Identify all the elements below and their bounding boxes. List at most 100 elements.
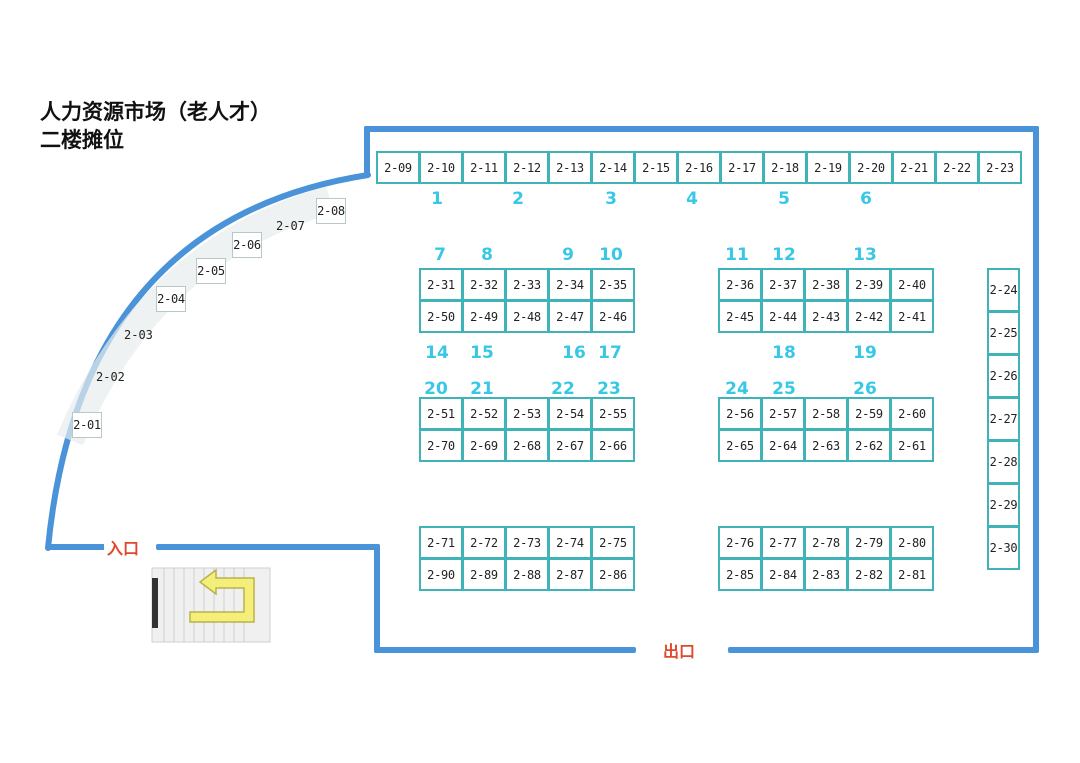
booth-2-02[interactable]: 2-02 [96,370,125,384]
booth-2-68[interactable]: 2-68 [505,429,549,462]
booth-2-23[interactable]: 2-23 [978,151,1022,184]
booth-2-01[interactable]: 2-01 [72,412,102,438]
booth-2-33[interactable]: 2-33 [505,268,549,301]
booth-2-42[interactable]: 2-42 [847,300,891,333]
booth-2-58[interactable]: 2-58 [804,397,848,430]
booth-2-74[interactable]: 2-74 [548,526,592,559]
booth-2-16[interactable]: 2-16 [677,151,721,184]
booth-2-81[interactable]: 2-81 [890,558,934,591]
booth-2-20[interactable]: 2-20 [849,151,893,184]
zone-number-9: 9 [562,245,574,265]
booth-2-27[interactable]: 2-27 [987,397,1020,441]
booth-2-52[interactable]: 2-52 [462,397,506,430]
booth-2-31[interactable]: 2-31 [419,268,463,301]
booth-2-72[interactable]: 2-72 [462,526,506,559]
booth-2-49[interactable]: 2-49 [462,300,506,333]
booth-2-64[interactable]: 2-64 [761,429,805,462]
booth-2-67[interactable]: 2-67 [548,429,592,462]
booth-2-85[interactable]: 2-85 [718,558,762,591]
booth-2-39[interactable]: 2-39 [847,268,891,301]
booth-2-38[interactable]: 2-38 [804,268,848,301]
booth-2-45[interactable]: 2-45 [718,300,762,333]
booth-2-40[interactable]: 2-40 [890,268,934,301]
booth-2-47[interactable]: 2-47 [548,300,592,333]
booth-2-71[interactable]: 2-71 [419,526,463,559]
booth-2-87[interactable]: 2-87 [548,558,592,591]
booth-2-25[interactable]: 2-25 [987,311,1020,355]
booth-2-90[interactable]: 2-90 [419,558,463,591]
booth-2-04[interactable]: 2-04 [156,286,186,312]
booth-2-05[interactable]: 2-05 [196,258,226,284]
booth-2-18[interactable]: 2-18 [763,151,807,184]
wall-top [364,126,1039,132]
booth-2-56[interactable]: 2-56 [718,397,762,430]
booth-2-03[interactable]: 2-03 [124,328,153,342]
booth-2-51[interactable]: 2-51 [419,397,463,430]
booth-2-29[interactable]: 2-29 [987,483,1020,527]
booth-2-14[interactable]: 2-14 [591,151,635,184]
booth-2-34[interactable]: 2-34 [548,268,592,301]
booth-2-78[interactable]: 2-78 [804,526,848,559]
booth-2-28[interactable]: 2-28 [987,440,1020,484]
zone-number-24: 24 [725,379,749,399]
booth-2-79[interactable]: 2-79 [847,526,891,559]
booth-2-84[interactable]: 2-84 [761,558,805,591]
booth-2-63[interactable]: 2-63 [804,429,848,462]
booth-2-65[interactable]: 2-65 [718,429,762,462]
booth-2-53[interactable]: 2-53 [505,397,549,430]
booth-2-19[interactable]: 2-19 [806,151,850,184]
booth-2-55[interactable]: 2-55 [591,397,635,430]
booth-2-24[interactable]: 2-24 [987,268,1020,312]
booth-2-13[interactable]: 2-13 [548,151,592,184]
booth-2-09[interactable]: 2-09 [376,151,420,184]
booth-2-76[interactable]: 2-76 [718,526,762,559]
booth-2-43[interactable]: 2-43 [804,300,848,333]
booth-2-22[interactable]: 2-22 [935,151,979,184]
booth-2-37[interactable]: 2-37 [761,268,805,301]
zone-number-7: 7 [434,245,446,265]
booth-2-06[interactable]: 2-06 [232,232,262,258]
booth-2-70[interactable]: 2-70 [419,429,463,462]
booth-2-35[interactable]: 2-35 [591,268,635,301]
wall-inner-vertical [374,544,380,653]
booth-2-83[interactable]: 2-83 [804,558,848,591]
booth-2-57[interactable]: 2-57 [761,397,805,430]
booth-2-36[interactable]: 2-36 [718,268,762,301]
booth-2-86[interactable]: 2-86 [591,558,635,591]
zone-number-22: 22 [551,379,575,399]
booth-2-32[interactable]: 2-32 [462,268,506,301]
booth-2-21[interactable]: 2-21 [892,151,936,184]
booth-2-07[interactable]: 2-07 [276,219,305,233]
booth-2-08[interactable]: 2-08 [316,198,346,224]
booth-2-12[interactable]: 2-12 [505,151,549,184]
booth-2-10[interactable]: 2-10 [419,151,463,184]
booth-2-59[interactable]: 2-59 [847,397,891,430]
booth-2-89[interactable]: 2-89 [462,558,506,591]
zone-number-19: 19 [853,343,877,363]
booth-2-60[interactable]: 2-60 [890,397,934,430]
booth-2-15[interactable]: 2-15 [634,151,678,184]
booth-2-30[interactable]: 2-30 [987,526,1020,570]
booth-2-50[interactable]: 2-50 [419,300,463,333]
booth-2-61[interactable]: 2-61 [890,429,934,462]
booth-2-48[interactable]: 2-48 [505,300,549,333]
booth-2-80[interactable]: 2-80 [890,526,934,559]
booth-2-41[interactable]: 2-41 [890,300,934,333]
booth-2-62[interactable]: 2-62 [847,429,891,462]
booth-2-17[interactable]: 2-17 [720,151,764,184]
booth-2-26[interactable]: 2-26 [987,354,1020,398]
booth-2-77[interactable]: 2-77 [761,526,805,559]
wall-bottom-left [374,647,636,653]
booth-2-54[interactable]: 2-54 [548,397,592,430]
booth-2-88[interactable]: 2-88 [505,558,549,591]
zone-number-11: 11 [725,245,749,265]
booth-2-66[interactable]: 2-66 [591,429,635,462]
booth-2-46[interactable]: 2-46 [591,300,635,333]
booth-2-69[interactable]: 2-69 [462,429,506,462]
booth-2-73[interactable]: 2-73 [505,526,549,559]
booth-2-75[interactable]: 2-75 [591,526,635,559]
title-line-2: 二楼摊位 [40,127,124,152]
booth-2-44[interactable]: 2-44 [761,300,805,333]
booth-2-82[interactable]: 2-82 [847,558,891,591]
booth-2-11[interactable]: 2-11 [462,151,506,184]
